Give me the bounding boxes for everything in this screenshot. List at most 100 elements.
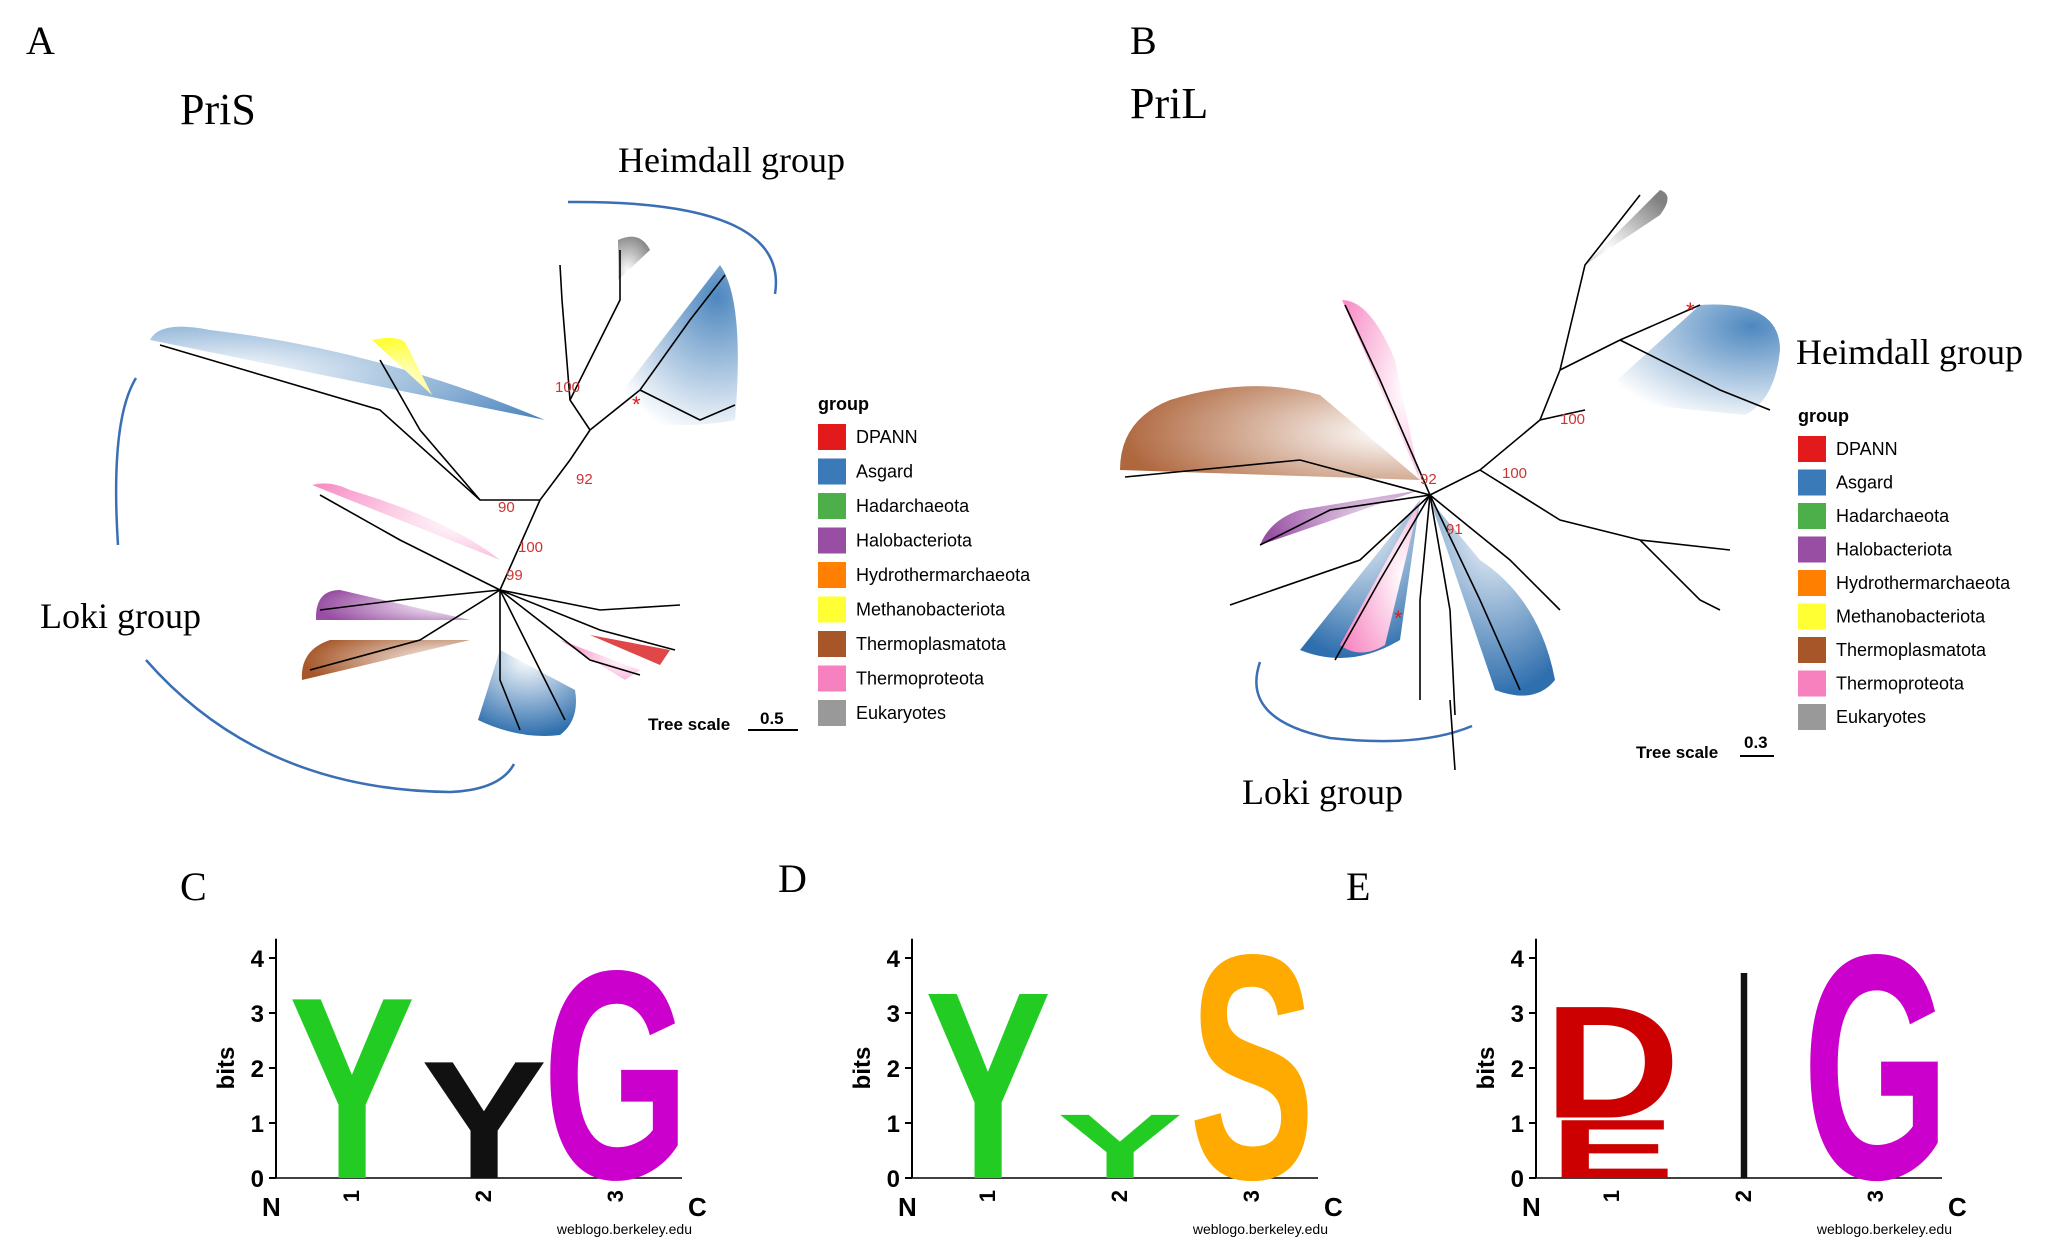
legend-label-thermoproteota: Thermoproteota <box>856 669 985 689</box>
panel-a-loki-label: Loki group <box>40 596 201 636</box>
logo-credit: weblogo.berkeley.edu <box>1192 1221 1328 1237</box>
logo-n-label: N <box>1522 1192 1541 1222</box>
panel-b-loki-label: Loki group <box>1242 772 1403 812</box>
logo-y-tick-label: 2 <box>1511 1056 1524 1083</box>
legend-swatch-eukaryotes <box>818 700 846 726</box>
logo-y-tick-label: 4 <box>1511 946 1525 973</box>
legend-label-eukaryotes: Eukaryotes <box>1836 707 1926 727</box>
bootstrap-b-1: 100 <box>1560 411 1585 428</box>
panel-b-bootstraps: 100 100 92 91 <box>1420 411 1585 538</box>
legend-label-hydrothermarchaeota: Hydrothermarchaeota <box>1836 573 2011 593</box>
legend-label-methanobacteriota: Methanobacteriota <box>1836 607 1986 627</box>
logo-c-label: C <box>1324 1192 1343 1222</box>
panel-a-title: PriS <box>180 85 256 134</box>
bootstrap-a-4: 100 <box>518 539 543 556</box>
bootstrap-a-1: 100 <box>555 379 580 396</box>
panel-a-heimdall-label: Heimdall group <box>618 140 845 180</box>
legend-swatch-methanobacteriota <box>1798 603 1826 630</box>
panel-letter-c: C <box>180 864 207 909</box>
logo-y-label: bits <box>849 1047 876 1090</box>
logo-y-tick-label: 0 <box>1511 1166 1524 1193</box>
panel-letter-a: A <box>26 18 55 63</box>
bootstrap-a-2: 92 <box>576 471 593 488</box>
bootstrap-a-3: 90 <box>498 499 515 516</box>
logo-y-label: bits <box>1473 1047 1500 1090</box>
legend-label-halobacteriota: Halobacteriota <box>1836 540 1953 560</box>
legend-swatch-hydrothermarchaeota <box>1798 570 1826 596</box>
logo-n-label: N <box>262 1192 281 1222</box>
panel-a-eukaryote-clade <box>618 236 650 280</box>
logo-letter-y: Y <box>1057 1096 1183 1198</box>
panel-letter-d: D <box>778 856 807 901</box>
legend-swatch-dpann <box>818 424 846 450</box>
legend-title: group <box>1798 406 1849 426</box>
logo-letter-y: Y <box>421 1026 547 1214</box>
logo-position-label: 2 <box>1731 1190 1756 1202</box>
logo-y-label: bits <box>213 1047 240 1090</box>
legend-swatch-hadarchaeota <box>818 493 846 519</box>
legend-label-eukaryotes: Eukaryotes <box>856 703 946 723</box>
panel-a-tree-scale-label: Tree scale <box>648 715 730 734</box>
legend-swatch-hydrothermarchaeota <box>818 562 846 588</box>
panel-b-tree-scale-value: 0.3 <box>1744 733 1768 752</box>
legend-swatch-asgard <box>1798 469 1826 496</box>
legend-label-thermoplasmatota: Thermoplasmatota <box>856 634 1007 654</box>
bootstrap-b-2: 100 <box>1502 465 1527 482</box>
legend-swatch-thermoproteota <box>1798 670 1826 697</box>
logo-position-label: 3 <box>1239 1190 1264 1202</box>
panel-b-asgard-clade-2 <box>1430 500 1555 696</box>
logo-position-label: 1 <box>1599 1190 1624 1202</box>
logo-letter-d: D <box>1544 973 1680 1152</box>
legend-swatch-thermoproteota <box>818 665 846 692</box>
logo-credit: weblogo.berkeley.edu <box>1816 1221 1952 1237</box>
panel-a-heimdall-clade <box>600 265 738 425</box>
panel-b-tree-branches <box>1124 194 1771 771</box>
panel-letter-e: E <box>1346 864 1370 909</box>
legend-swatch-methanobacteriota <box>818 596 846 623</box>
legend-label-thermoproteota: Thermoproteota <box>1836 674 1965 694</box>
panel-b-asterisk-2: * <box>1394 606 1403 631</box>
legend-label-halobacteriota: Halobacteriota <box>856 531 973 551</box>
logo-position-label: 3 <box>1863 1190 1888 1202</box>
panel-b-asterisk-1: * <box>1686 298 1695 323</box>
panel-a-tree-scale-value: 0.5 <box>760 709 784 728</box>
logo-c-label: C <box>1948 1192 1967 1222</box>
panel-a-legend: groupDPANNAsgardHadarchaeotaHalobacterio… <box>818 394 1031 726</box>
panel-a-thermoplasmatota-clade <box>301 640 470 680</box>
panel-b-eukaryote-clade <box>1585 190 1668 265</box>
legend-swatch-eukaryotes <box>1798 704 1826 730</box>
legend-swatch-halobacteriota <box>818 527 846 554</box>
legend-swatch-halobacteriota <box>1798 536 1826 563</box>
panel-a-asgard-clade-2 <box>478 650 576 736</box>
panel-a-thermoproteota-clade-1 <box>312 483 500 560</box>
legend-label-asgard: Asgard <box>1836 473 1893 493</box>
logo-letter-g: G <box>1803 888 1950 1244</box>
logo-y-tick-label: 3 <box>251 1001 264 1028</box>
legend-swatch-thermoplasmatota <box>1798 637 1826 663</box>
bootstrap-a-5: 99 <box>506 567 523 584</box>
logo-position-label: 1 <box>339 1190 364 1202</box>
logo-y-tick-label: 0 <box>887 1166 900 1193</box>
logo-y-tick-label: 3 <box>1511 1001 1524 1028</box>
legend-label-thermoplasmatota: Thermoplasmatota <box>1836 640 1987 660</box>
logo-letter-y: Y <box>925 937 1051 1236</box>
legend-label-hydrothermarchaeota: Hydrothermarchaeota <box>856 565 1031 585</box>
panel-a-asterisk: * <box>632 392 641 417</box>
legend-label-asgard: Asgard <box>856 462 913 482</box>
panel-letter-b: B <box>1130 18 1157 63</box>
logo-letter-i: I <box>1738 910 1751 1243</box>
bootstrap-b-4: 91 <box>1446 521 1463 538</box>
logo-y-tick-label: 1 <box>1511 1111 1524 1138</box>
panel-b: B PriL Heimdall group Loki group <box>1120 18 2023 812</box>
panel-b-heimdall-label: Heimdall group <box>1796 332 2023 372</box>
logo-letter-s: S <box>1189 888 1315 1244</box>
logo-letter-y: Y <box>289 944 415 1234</box>
logo-y-tick-label: 2 <box>887 1056 900 1083</box>
panel-b-tree-scale-label: Tree scale <box>1636 743 1718 762</box>
panel-a-bootstraps: 100 92 90 100 99 <box>498 379 593 584</box>
panel-a: A PriS Heimdall group Loki group <box>26 18 1031 794</box>
